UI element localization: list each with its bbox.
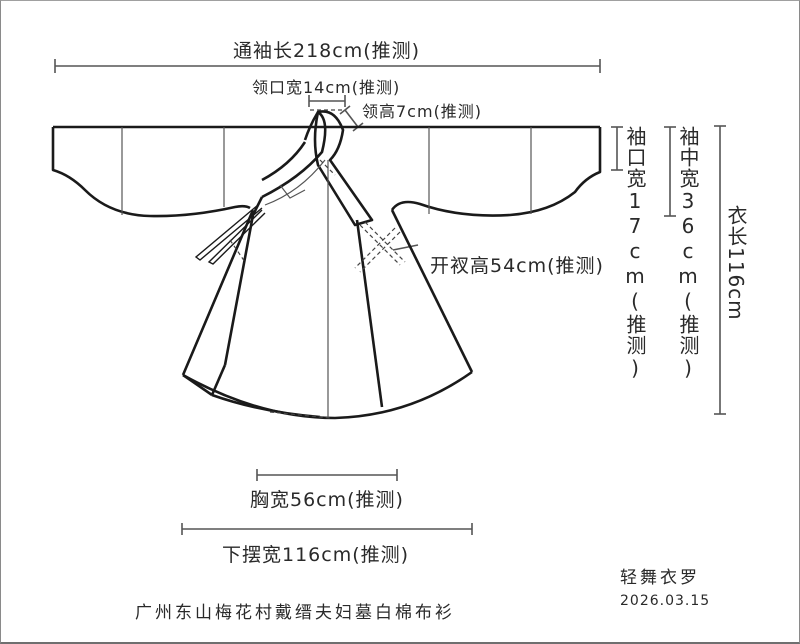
dashed-ties [229, 109, 406, 419]
chest-width-label: 胸宽56cm(推测) [250, 489, 404, 511]
ties [194, 204, 266, 265]
collar-width-label: 领口宽14cm(推测) [252, 78, 401, 97]
garment-length-label: 衣长116cm [724, 205, 748, 321]
dimension-lines [54, 59, 726, 535]
slit-height-label: 开衩高54cm(推测) [430, 255, 604, 277]
diagram-title: 广州东山梅花村戴缙夫妇墓白棉布衫 [135, 603, 455, 623]
mid-sleeve-width-label: 袖中宽36cm(推测) [676, 126, 700, 381]
cuff-width-label: 袖口宽17cm(推测) [623, 126, 647, 381]
garment-outline [51, 110, 602, 420]
sleeve-span-label: 通袖长218cm(推测) [233, 40, 421, 62]
seam-lines [121, 127, 532, 418]
date-label: 2026.03.15 [620, 593, 711, 609]
collar-height-label: 领高7cm(推测) [362, 102, 483, 121]
author-signature: 轻舞衣罗 [620, 568, 700, 588]
hem-width-label: 下摆宽116cm(推测) [222, 544, 410, 566]
